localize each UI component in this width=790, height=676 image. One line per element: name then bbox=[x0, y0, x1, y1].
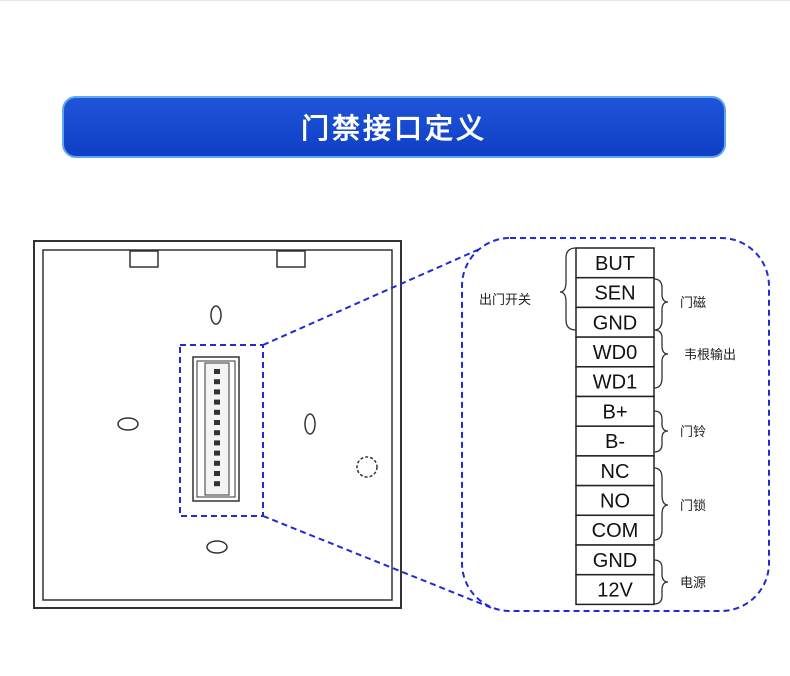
terminal-label: WD0 bbox=[593, 342, 637, 364]
terminal-cell: GND bbox=[575, 544, 655, 576]
mount-hole-top bbox=[210, 305, 222, 325]
terminal-cell: COM bbox=[575, 514, 655, 546]
terminal-cell: WD0 bbox=[575, 336, 655, 368]
brace-wiegand bbox=[653, 329, 669, 389]
terminal-label: GND bbox=[593, 312, 637, 334]
brace-doorbell bbox=[653, 410, 669, 453]
terminal-cell: WD1 bbox=[575, 366, 655, 398]
terminal-cell: NC bbox=[575, 455, 655, 487]
terminal-label: BUT bbox=[595, 253, 635, 275]
terminal-label: SEN bbox=[594, 283, 635, 305]
panel-connector bbox=[192, 356, 240, 502]
brace-power bbox=[653, 559, 669, 605]
terminal-cell: SEN bbox=[575, 276, 655, 309]
group-braces bbox=[559, 247, 669, 605]
connector-pin bbox=[214, 409, 220, 415]
label-power: 电源 bbox=[680, 576, 706, 591]
connector-pin bbox=[214, 460, 220, 466]
top-clip-left bbox=[129, 250, 159, 268]
terminal-cell: B- bbox=[575, 425, 655, 457]
zoom-line-bottom bbox=[262, 515, 493, 609]
terminal-cell: GND bbox=[575, 306, 655, 338]
label-exit-switch: 出门开关 bbox=[479, 293, 531, 308]
zoom-line-top bbox=[262, 239, 501, 346]
connector-pin bbox=[214, 481, 220, 487]
top-divider bbox=[0, 0, 790, 1]
screw-hole bbox=[356, 456, 378, 478]
terminal-label: NO bbox=[600, 490, 630, 512]
device-panel bbox=[33, 240, 402, 609]
brace-door-sensor bbox=[653, 278, 669, 331]
terminal-cell: NO bbox=[575, 484, 655, 517]
brace-exit-switch bbox=[559, 247, 577, 331]
terminal-label: B+ bbox=[602, 401, 627, 423]
terminal-label: WD1 bbox=[593, 372, 637, 394]
terminal-cell: B+ bbox=[575, 395, 655, 427]
page-title: 门禁接口定义 bbox=[300, 112, 487, 145]
terminal-label: NC bbox=[601, 461, 630, 483]
terminal-cell: 12V bbox=[575, 573, 655, 606]
mount-hole-left bbox=[117, 417, 139, 431]
connector-pin bbox=[214, 430, 220, 436]
connector-pin bbox=[214, 399, 220, 405]
label-door-sensor: 门磁 bbox=[680, 296, 706, 311]
connector-pin bbox=[214, 379, 220, 385]
terminal-label: 12V bbox=[597, 580, 633, 602]
terminal-label: B- bbox=[605, 431, 625, 453]
connector-pin bbox=[214, 440, 220, 446]
mount-hole-bottom bbox=[206, 540, 228, 554]
connector-pin bbox=[214, 389, 220, 395]
connector-pin bbox=[214, 471, 220, 476]
title-banner: 门禁接口定义 bbox=[62, 96, 726, 158]
mount-hole-right bbox=[304, 413, 316, 435]
top-clip-right bbox=[276, 250, 306, 268]
connector-pin bbox=[214, 420, 220, 425]
terminal-label: COM bbox=[592, 520, 639, 542]
connector-pin bbox=[214, 369, 220, 374]
connector-highlight-box bbox=[179, 344, 264, 517]
connector-pin bbox=[214, 450, 220, 456]
brace-door-lock bbox=[653, 467, 669, 541]
label-wiegand-output: 韦根输出 bbox=[684, 347, 736, 363]
terminal-cell: BUT bbox=[575, 247, 655, 279]
terminal-label: GND bbox=[593, 550, 637, 572]
label-doorbell: 门铃 bbox=[680, 425, 706, 440]
label-door-lock: 门锁 bbox=[680, 498, 706, 514]
